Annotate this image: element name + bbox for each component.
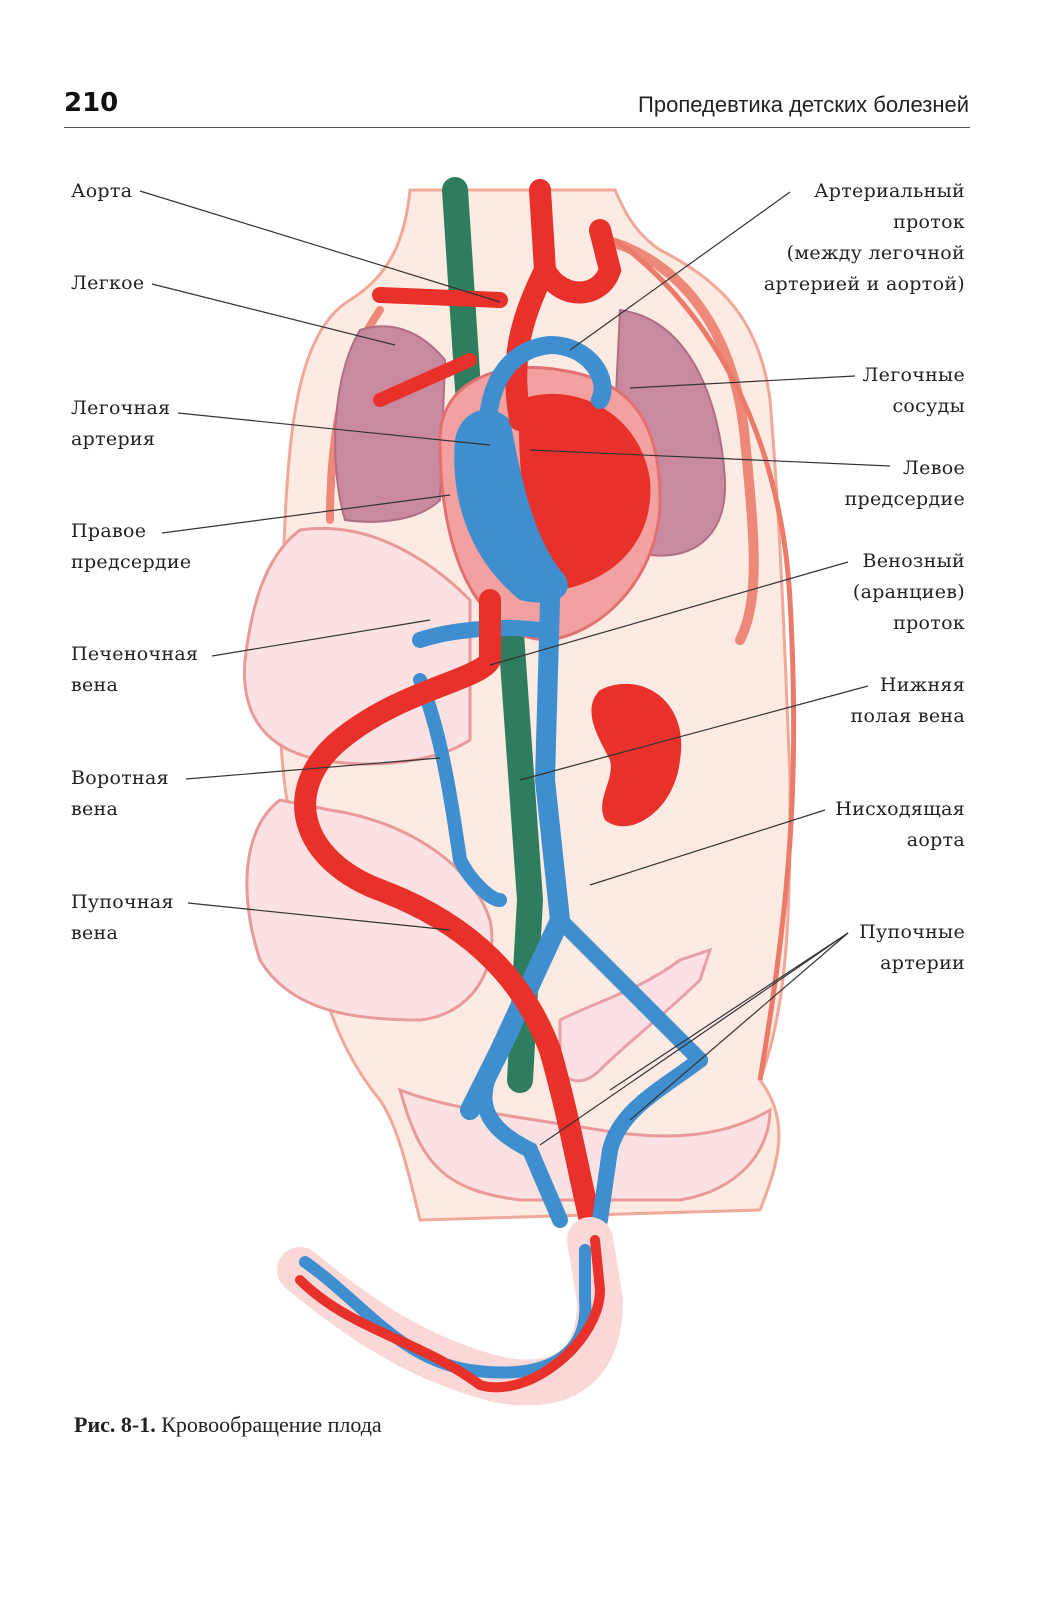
leader-left-atrium (529, 449, 891, 467)
aorta-arch (505, 179, 622, 431)
leader-umbilical-artery-2 (609, 932, 849, 1091)
figure-caption: Рис. 8-1. Кровообращение плода (74, 1412, 382, 1438)
label-aorta: Аорта (71, 180, 133, 202)
intestine (245, 798, 494, 1022)
umbilical-artery-left (476, 1042, 568, 1228)
header-rule (64, 127, 970, 128)
page-number: 210 (64, 88, 119, 118)
vena-cava-branch-right (552, 912, 708, 1068)
running-title: Пропедевтика детских болезней (638, 92, 969, 117)
label-left-atrium: Левое предсердие (844, 457, 965, 510)
portal-vein-vessel (413, 673, 507, 907)
leader-ductus-venosus (489, 561, 849, 666)
label-inferior-vena-cava: Нижняя полая вена (850, 674, 965, 727)
leader-descending-aorta (589, 809, 826, 886)
label-umbilical-arteries: Пупочные артерии (859, 921, 965, 974)
caption-text: Кровообращение плода (155, 1412, 382, 1437)
leader-right-atrium (161, 494, 451, 534)
leader-lines (139, 190, 891, 1146)
leader-aorta (139, 190, 501, 303)
label-lung: Легкое (71, 272, 145, 294)
umbilical-cord-red (295, 1235, 606, 1393)
leader-inferior-vena-cava (519, 685, 869, 781)
leader-lung (151, 283, 396, 346)
leader-umbilical-vein (187, 902, 451, 931)
leader-pulmonary-vessels (629, 375, 856, 389)
label-ductus-arteriosus: Артериальный проток (между легочной арте… (763, 180, 965, 295)
umbilical-vein-vessel (294, 589, 601, 1231)
label-umbilical-vein: Пупочная вена (71, 891, 174, 944)
leader-portal-vein (185, 757, 441, 780)
label-hepatic-vein: Печеночная вена (71, 643, 199, 696)
label-ductus-venosus: Венозный (аранциев) проток (852, 550, 965, 634)
label-pulmonary-artery: Легочная артерия (71, 397, 171, 450)
label-descending-aorta: Нисходящая аорта (835, 798, 965, 851)
umbilical-cord-sheath (277, 1217, 624, 1406)
caption-number: Рис. 8-1. (74, 1412, 156, 1437)
body-edge-right (613, 237, 797, 1081)
pulmonary-branch (373, 353, 477, 407)
pulmonary-artery-vessel (478, 335, 612, 469)
leader-hepatic-vein (211, 619, 431, 657)
leader-ductus-arteriosus (569, 191, 791, 351)
leader-umbilical-artery-3 (629, 932, 849, 1121)
hepatic-vein-vessel (412, 620, 548, 648)
umbilical-artery-right (592, 1052, 708, 1228)
label-right-atrium: Правое предсердие (71, 520, 192, 573)
lung-left (334, 325, 447, 523)
label-pulmonary-vessels: Легочные сосуды (862, 364, 965, 417)
colon-segment (558, 947, 713, 1083)
label-portal-vein: Воротная вена (71, 767, 169, 820)
kidney (591, 683, 682, 827)
leader-pulmonary-artery (177, 412, 491, 446)
aorta-branch-left (372, 287, 508, 308)
heart-left (519, 393, 651, 590)
leader-umbilical-artery-1 (539, 932, 849, 1146)
rib-line-right (600, 235, 759, 645)
